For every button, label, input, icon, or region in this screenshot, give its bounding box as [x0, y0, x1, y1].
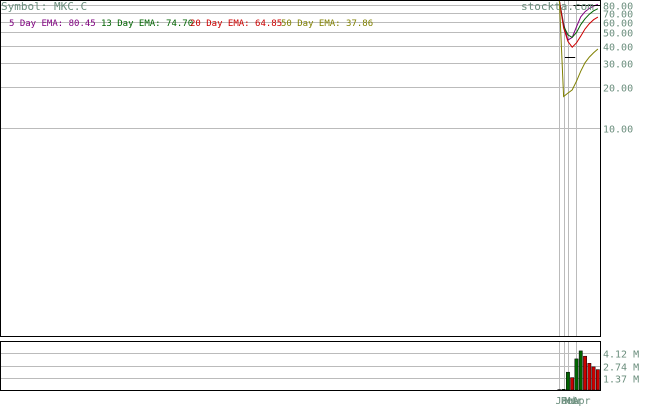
volume-bar [591, 366, 596, 391]
price-tick-label: 30.00 [603, 60, 633, 71]
site-watermark: stockta.com [521, 0, 594, 13]
ema-line-ema50 [558, 0, 599, 98]
legend-ema50: 50 Day EMA: 37.86 [281, 19, 374, 29]
date-tick-label: Feb [561, 396, 579, 406]
volume-panel-frame [0, 341, 601, 391]
price-tick-label: 60.00 [603, 19, 633, 30]
legend-ema5: 5 Day EMA: 80.45 [9, 19, 96, 29]
price-panel-frame [0, 0, 601, 337]
ema-lines [558, 0, 599, 98]
legend-ema20: 20 Day EMA: 64.85 [190, 19, 283, 29]
price-bars [564, 5, 601, 58]
legend-ema13: 13 Day EMA: 74.70 [101, 19, 194, 29]
volume-bars [557, 350, 600, 391]
volume-panel: 4.12 M 2.74 M1.37 M [0, 341, 639, 391]
volume-bar [561, 389, 566, 391]
price-tick-label: 50.00 [603, 29, 633, 40]
volume-axis-labels: 4.12 M 2.74 M1.37 M [603, 350, 639, 386]
date-tick-label: Jan [556, 396, 574, 406]
ema-line-ema13 [558, 0, 599, 39]
price-date-gridlines [559, 1, 577, 336]
volume-gridlines [1, 353, 600, 379]
price-tick-label: 20.00 [603, 84, 633, 95]
volume-bar [595, 369, 600, 391]
volume-bar [578, 350, 583, 391]
price-tick-label: 80.00 [603, 2, 633, 13]
volume-tick-label: 2.74 M [603, 363, 639, 374]
volume-bar [587, 363, 592, 391]
volume-bar [566, 371, 570, 391]
volume-bar [583, 355, 587, 391]
price-tick-label: 70.00 [603, 10, 633, 21]
volume-bar [570, 377, 575, 391]
price-tick-label: 10.00 [603, 125, 633, 136]
ema-line-ema20 [558, 0, 599, 48]
price-gridlines [1, 5, 600, 129]
date-tick-label: Mar [565, 396, 583, 406]
date-tick-label: Apr [573, 396, 591, 406]
volume-tick-label: 1.37 M [603, 375, 639, 386]
volume-bar [574, 358, 579, 391]
symbol-label: Symbol: MKC.C [1, 0, 88, 13]
price-tick-label: 40.00 [603, 43, 633, 54]
ema-line-ema5 [558, 0, 599, 41]
volume-tick-label: 4.12 M [603, 350, 639, 361]
